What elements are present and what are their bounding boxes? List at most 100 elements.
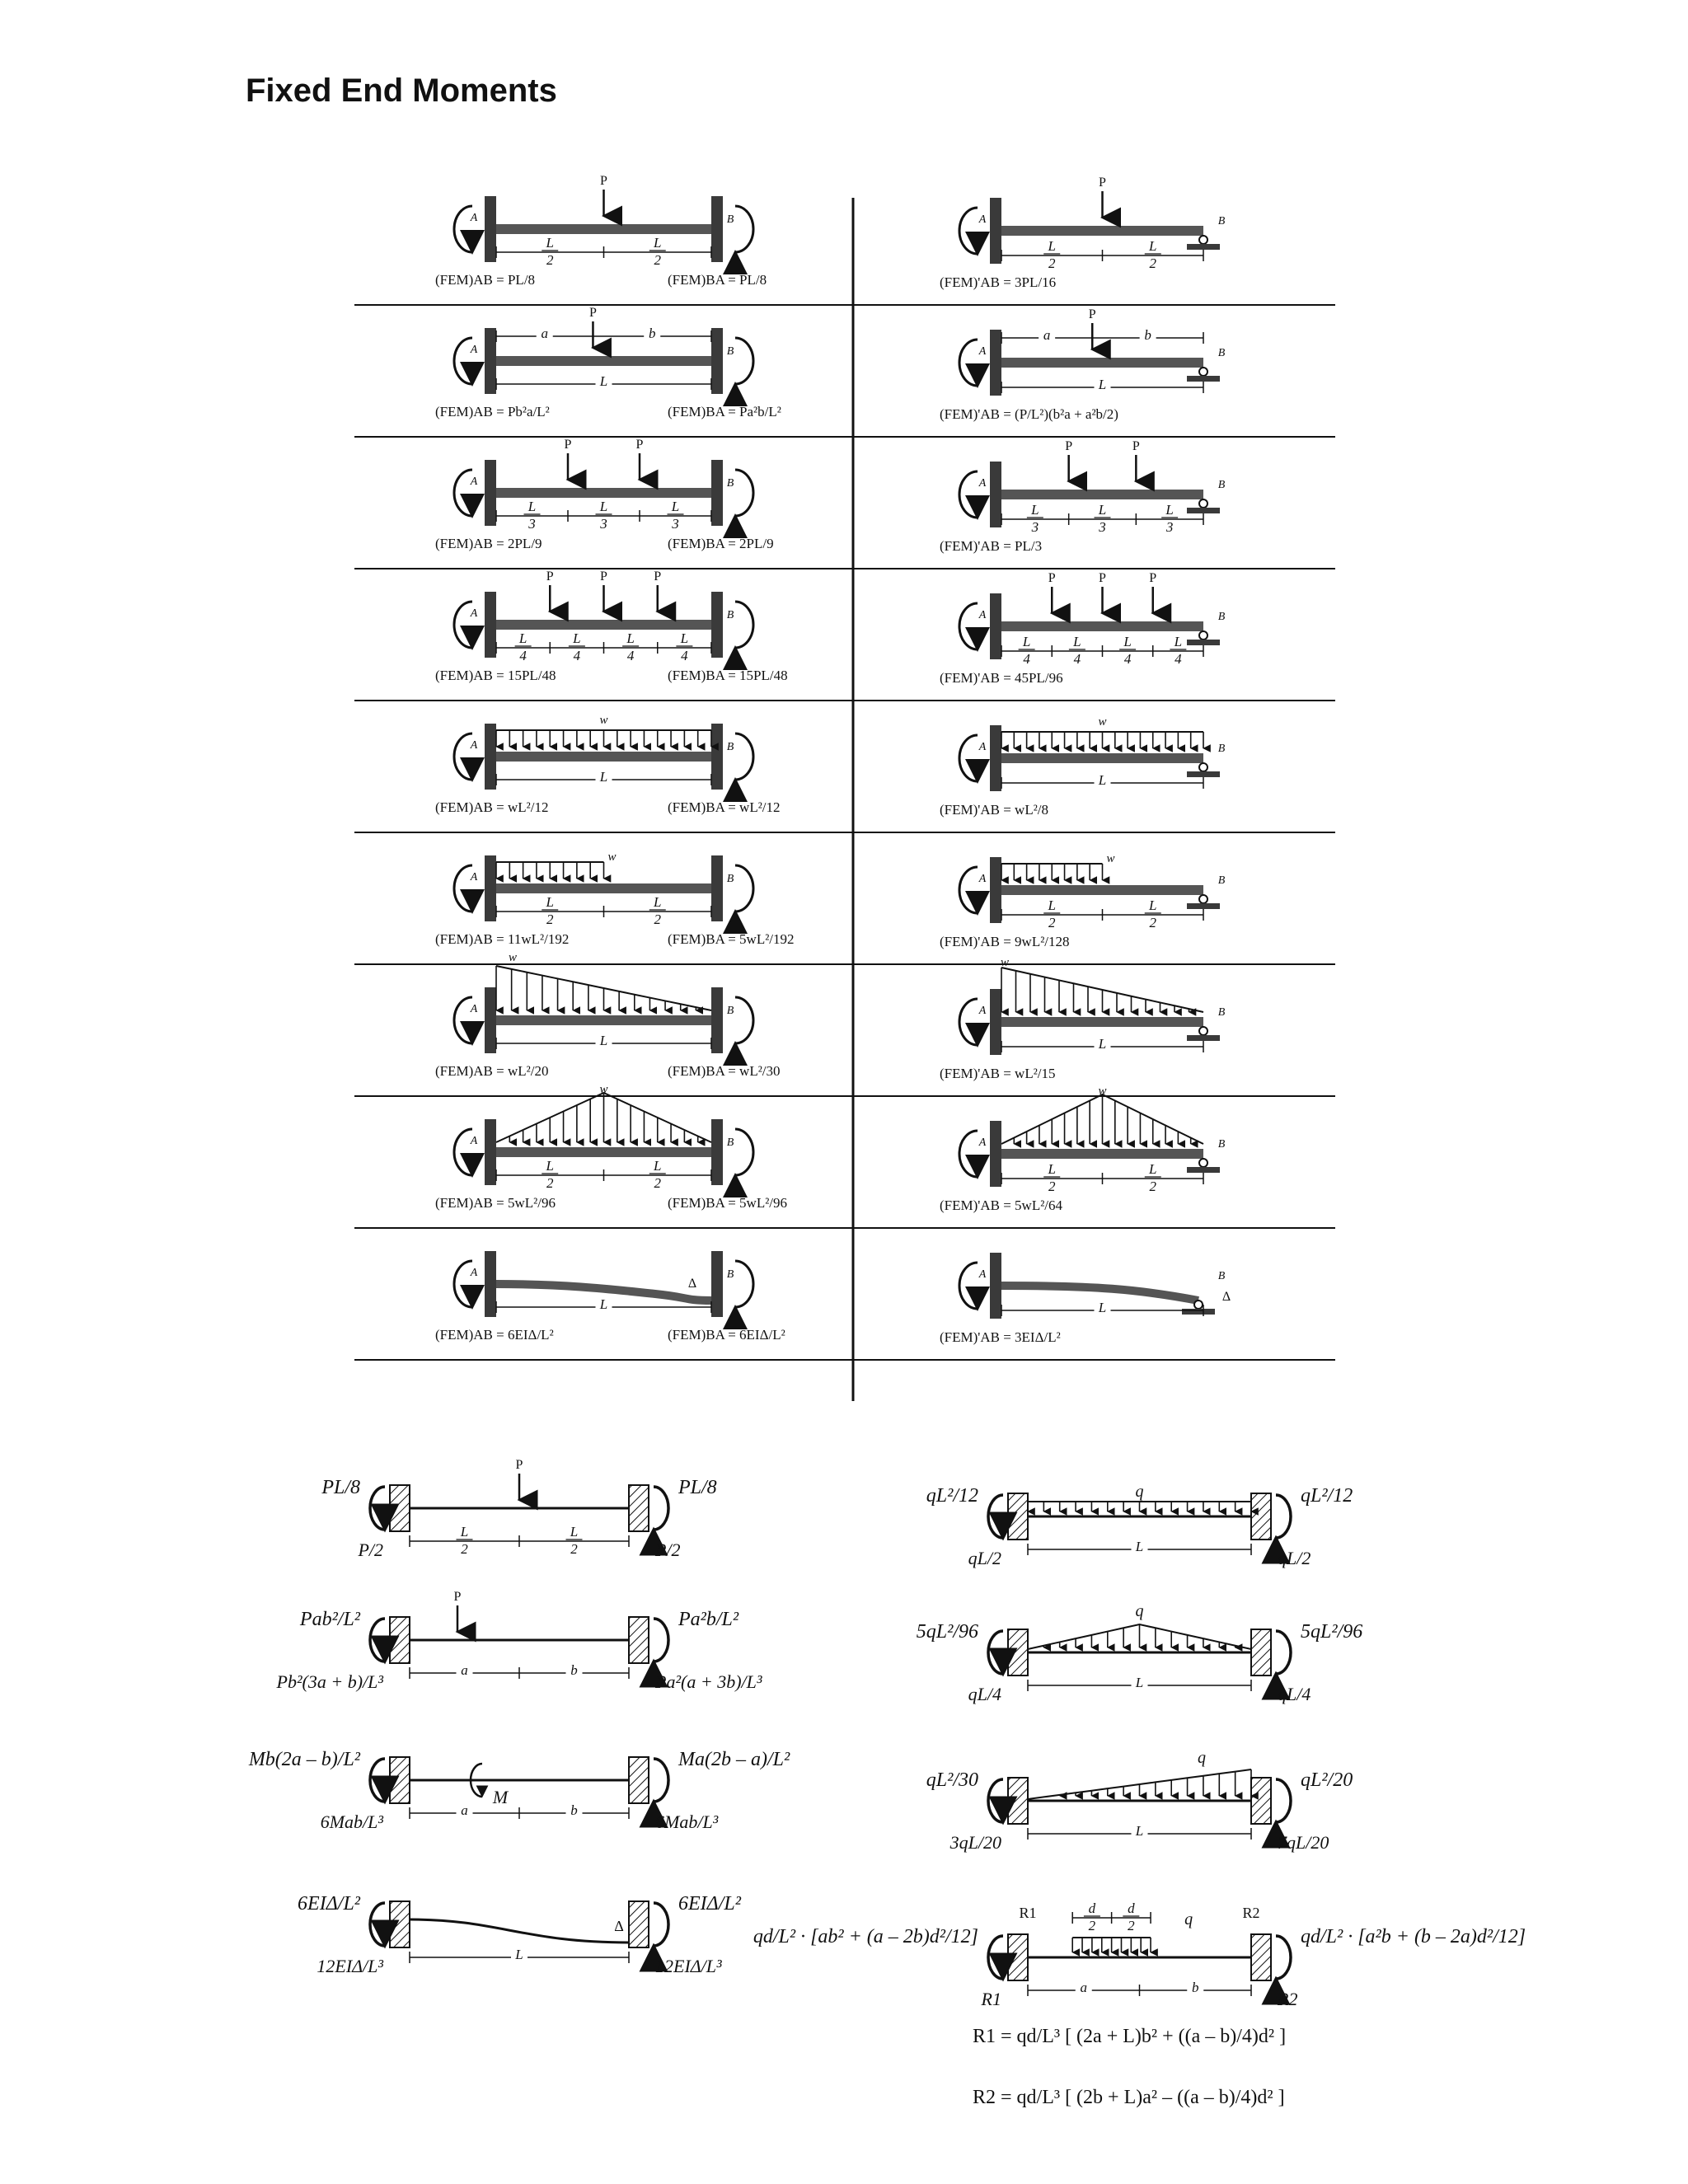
label-mask bbox=[1131, 1822, 1148, 1837]
left-end-moment: 6EIΔ/L² bbox=[298, 1893, 361, 1915]
label-mask bbox=[595, 1032, 612, 1047]
dimension-label: 4 bbox=[574, 648, 581, 663]
dimension-label: 2 bbox=[1048, 915, 1056, 930]
end-moment-arrow-icon bbox=[639, 1617, 670, 1688]
moment-arrow-icon bbox=[723, 864, 755, 935]
left-end-moment: qL²/12 bbox=[926, 1485, 978, 1507]
beam bbox=[496, 356, 711, 366]
joint-label-B: B bbox=[1218, 479, 1226, 491]
left-reaction: 12EIΔ/L³ bbox=[316, 1956, 383, 1976]
roller-support-icon bbox=[1198, 499, 1208, 509]
joint-label-B: B bbox=[1218, 1006, 1226, 1019]
moment-arrow-icon bbox=[958, 1261, 991, 1311]
dimension-label: L bbox=[653, 1158, 661, 1174]
moment-arrow-icon bbox=[723, 1259, 755, 1330]
left-reaction: 6Mab/L³ bbox=[321, 1811, 384, 1832]
label-mask bbox=[1075, 1979, 1092, 1994]
roller-base bbox=[1187, 1035, 1220, 1041]
fixed-support bbox=[990, 857, 1001, 923]
load-label-q: q bbox=[1184, 1910, 1193, 1929]
dimension-label: L bbox=[626, 630, 634, 646]
joint-label-B: B bbox=[1218, 1138, 1226, 1151]
moment-arrow-icon bbox=[723, 600, 755, 671]
dimension-label: L bbox=[570, 1524, 578, 1540]
label-mask bbox=[1039, 326, 1056, 341]
fixed-support bbox=[485, 196, 496, 262]
right-end-moment: Ma(2b – a)/L² bbox=[678, 1749, 790, 1770]
dimension-label: L bbox=[599, 499, 607, 514]
settlement-label: Δ bbox=[1222, 1290, 1231, 1304]
dimension-label: a bbox=[1043, 327, 1051, 343]
moment-arrow-icon bbox=[452, 204, 485, 255]
fixed-support bbox=[990, 725, 1001, 791]
dimension-label: L bbox=[572, 630, 580, 646]
moment-arrow-icon bbox=[452, 468, 485, 518]
fixed-support bbox=[990, 593, 1001, 659]
joint-label-A: A bbox=[470, 212, 478, 224]
fem-ab-formula: (FEM)AB = wL²/12 bbox=[435, 799, 548, 815]
load-label-P: P bbox=[1048, 571, 1056, 585]
moment-arrow-icon bbox=[452, 1127, 485, 1178]
label-mask bbox=[595, 373, 612, 387]
settlement-label: Δ bbox=[688, 1277, 696, 1291]
dimension-label: L bbox=[1123, 634, 1131, 649]
right-reaction: R2 bbox=[1277, 1989, 1297, 2009]
beam bbox=[496, 1147, 711, 1157]
page-title: Fixed End Moments bbox=[246, 73, 557, 109]
right-end-moment: qL²/12 bbox=[1301, 1485, 1353, 1507]
dimension-label: L bbox=[546, 235, 554, 251]
fem-ab-formula-pinned: (FEM)'AB = 9wL²/128 bbox=[940, 934, 1070, 949]
load-label-w: w bbox=[1098, 1085, 1106, 1098]
dimension-label: L bbox=[1148, 238, 1156, 254]
roller-base bbox=[1187, 244, 1220, 250]
settlement-label: Δ bbox=[614, 1918, 624, 1934]
dimension-label: L bbox=[1098, 772, 1106, 788]
joint-label-B: B bbox=[727, 741, 734, 753]
load-label-P: P bbox=[654, 569, 661, 583]
joint-label-A: A bbox=[470, 1003, 478, 1015]
end-moment-arrow-icon bbox=[987, 1493, 1018, 1541]
moment-arrow-icon bbox=[723, 468, 755, 539]
deflected-beam bbox=[495, 1280, 712, 1305]
right-reaction: P/2 bbox=[654, 1540, 681, 1560]
load-label-P: P bbox=[516, 1458, 523, 1472]
hatched-fixed-support bbox=[389, 1616, 410, 1664]
dimension-label: 2 bbox=[461, 1541, 468, 1557]
roller-support-icon bbox=[1198, 894, 1208, 904]
joint-label-A: A bbox=[978, 345, 987, 358]
fixed-support bbox=[485, 592, 496, 658]
label-mask bbox=[595, 768, 612, 783]
dimension-label: L bbox=[518, 630, 527, 646]
right-reaction: 7qL/20 bbox=[1278, 1832, 1329, 1853]
joint-label-A: A bbox=[978, 1005, 987, 1017]
dimension-label: L bbox=[1135, 1675, 1143, 1690]
load-label-P: P bbox=[600, 174, 607, 188]
fem-ab-formula-pinned: (FEM)'AB = 3PL/16 bbox=[940, 274, 1056, 290]
dimension-label: 4 bbox=[1124, 651, 1132, 667]
dimension-label: 2 bbox=[654, 1175, 662, 1191]
moment-arrow-icon bbox=[958, 865, 991, 916]
fem-ab-formula-pinned: (FEM)'AB = PL/3 bbox=[940, 538, 1042, 554]
dimension-label: 3 bbox=[528, 516, 536, 532]
label-mask bbox=[1139, 326, 1156, 341]
fem-ab-formula-pinned: (FEM)'AB = (P/L²)(b²a + a²b/2) bbox=[940, 406, 1118, 422]
fixed-support bbox=[485, 1251, 496, 1317]
load-label-P: P bbox=[600, 569, 607, 583]
load-label-w: w bbox=[607, 851, 616, 864]
dimension-label: L bbox=[1048, 238, 1056, 254]
deflected-beam bbox=[1001, 1282, 1199, 1305]
fixed-support bbox=[711, 328, 723, 394]
joint-label-A: A bbox=[978, 477, 987, 490]
roller-base bbox=[1187, 903, 1220, 909]
fixed-support bbox=[485, 328, 496, 394]
joint-label-B: B bbox=[1218, 347, 1226, 359]
end-moment-arrow-icon bbox=[368, 1485, 400, 1533]
